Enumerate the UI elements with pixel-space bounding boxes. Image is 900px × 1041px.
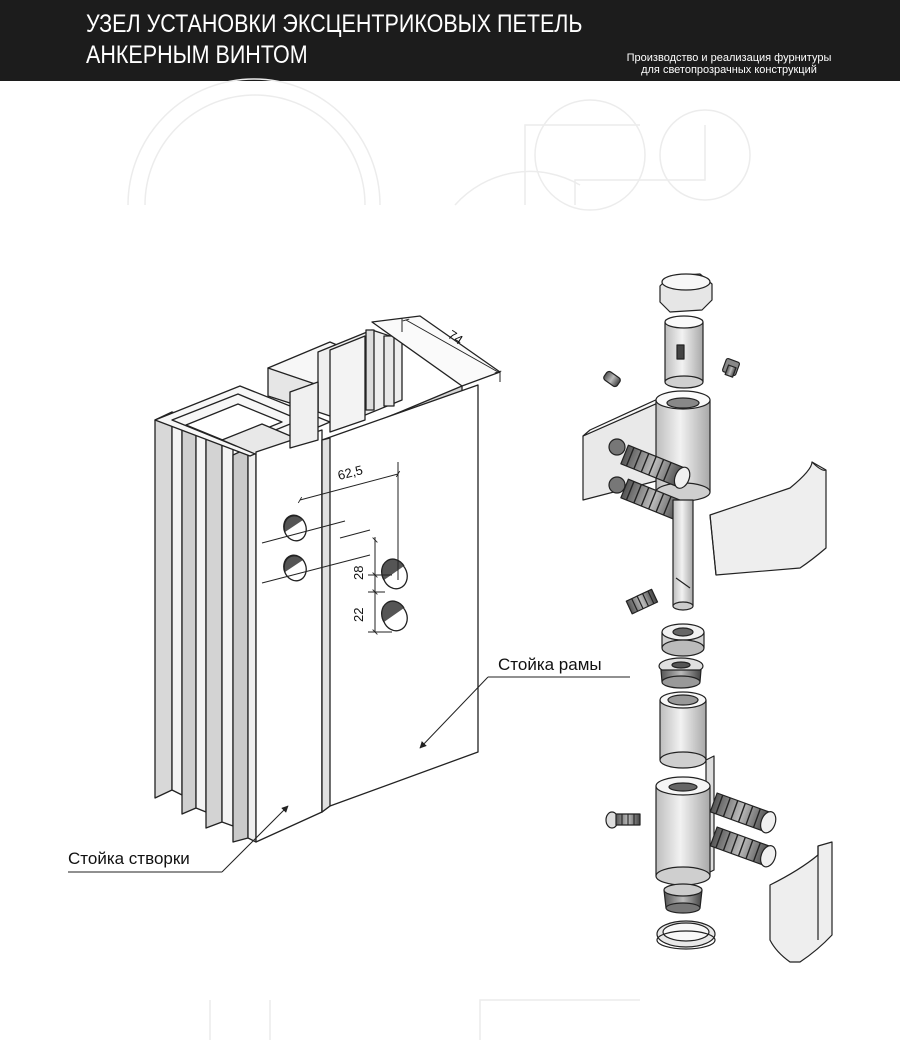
spacer-washer <box>658 657 704 689</box>
label-sash-post: Стойка створки <box>68 849 190 868</box>
anchor-screws-lower <box>709 792 777 868</box>
small-screw-left <box>603 370 621 388</box>
dim-spacing-label: 62,5 <box>336 462 364 483</box>
top-sleeve <box>664 315 704 389</box>
profile-assembly <box>154 315 501 843</box>
dimension-lines <box>261 318 502 635</box>
lower-cover-plate <box>769 841 833 963</box>
lower-sleeve <box>659 691 707 769</box>
frame-holes <box>381 558 408 632</box>
page-title: УЗЕЛ УСТАНОВКИ ЭКСЦЕНТРИКОВЫХ ПЕТЕЛЬ АНК… <box>86 9 583 71</box>
bottom-eccentric <box>663 883 703 914</box>
upper-cover-plate <box>709 461 827 576</box>
dim-width-label: 74 <box>445 327 465 347</box>
hinge-exploded-view <box>582 273 833 963</box>
small-screw-right <box>721 357 741 378</box>
sash-profile <box>154 385 331 843</box>
tagline-line-1: Производство и реализация фурнитуры <box>626 52 832 64</box>
callout-leaders <box>68 676 630 873</box>
side-screw-lower <box>605 811 641 829</box>
hinge-pin <box>672 499 694 611</box>
upper-hinge-leaf <box>582 390 711 502</box>
bottom-cap <box>656 920 716 950</box>
company-tagline: Производство и реализация фурнитуры для … <box>600 52 858 76</box>
dim-upper-label: 28 <box>351 566 366 580</box>
sash-holes <box>283 514 307 582</box>
grub-screw <box>625 588 659 615</box>
title-line-1: УЗЕЛ УСТАНОВКИ ЭКСЦЕНТРИКОВЫХ ПЕТЕЛЬ <box>86 10 583 38</box>
lower-hinge-body <box>655 755 715 886</box>
title-line-2: АНКЕРНЫМ ВИНТОМ <box>86 41 308 69</box>
top-cap <box>659 273 713 313</box>
header-bar: УЗЕЛ УСТАНОВКИ ЭКСЦЕНТРИКОВЫХ ПЕТЕЛЬ АНК… <box>0 0 900 81</box>
eccentric-bushing <box>661 623 705 657</box>
dim-lower-label: 22 <box>351 608 366 622</box>
anchor-screws-upper <box>620 444 691 523</box>
tagline-line-2: для светопрозрачных конструкций <box>641 64 817 76</box>
watermark-decoration <box>127 78 751 1040</box>
label-frame-post: Стойка рамы <box>498 655 602 674</box>
